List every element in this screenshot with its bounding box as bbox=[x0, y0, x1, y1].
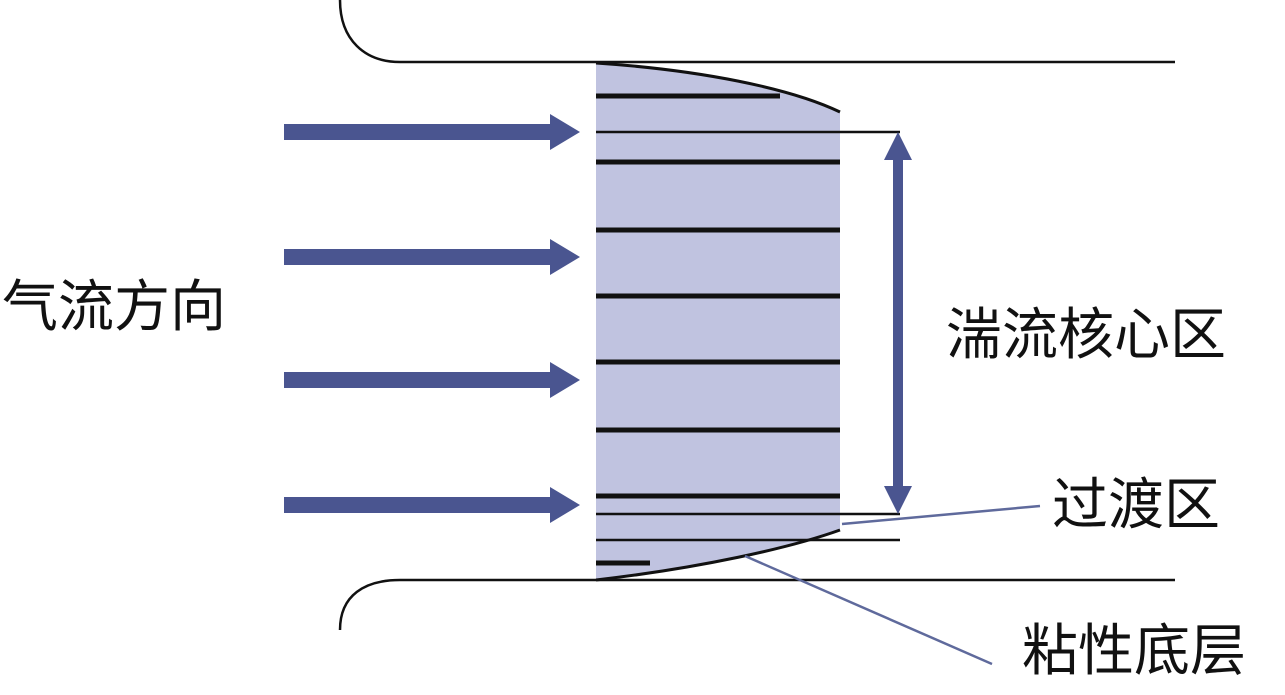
airflow-arrow bbox=[284, 487, 580, 523]
pipe-top-wall bbox=[338, 0, 1175, 64]
core-extent-arrowhead-bottom bbox=[884, 486, 912, 514]
airflow-arrow bbox=[284, 239, 580, 275]
pipe-bottom-wall bbox=[338, 578, 1175, 631]
viscous-sublayer-label: 粘性底层 bbox=[1022, 619, 1246, 684]
profile-top-curve bbox=[595, 61, 841, 114]
viscous-leader-line bbox=[744, 554, 993, 666]
transition-leader-line bbox=[841, 504, 1041, 526]
profile-bottom-curve bbox=[595, 528, 841, 582]
turbulent-core-label: 湍流核心区 bbox=[946, 303, 1226, 368]
airflow-arrow bbox=[284, 114, 580, 150]
airflow-arrow bbox=[284, 362, 580, 398]
velocity-profile bbox=[596, 63, 840, 580]
airflow-direction-label: 气流方向 bbox=[2, 275, 226, 340]
transition-zone-label: 过渡区 bbox=[1052, 473, 1220, 538]
core-extent-arrowhead-top bbox=[884, 132, 912, 160]
